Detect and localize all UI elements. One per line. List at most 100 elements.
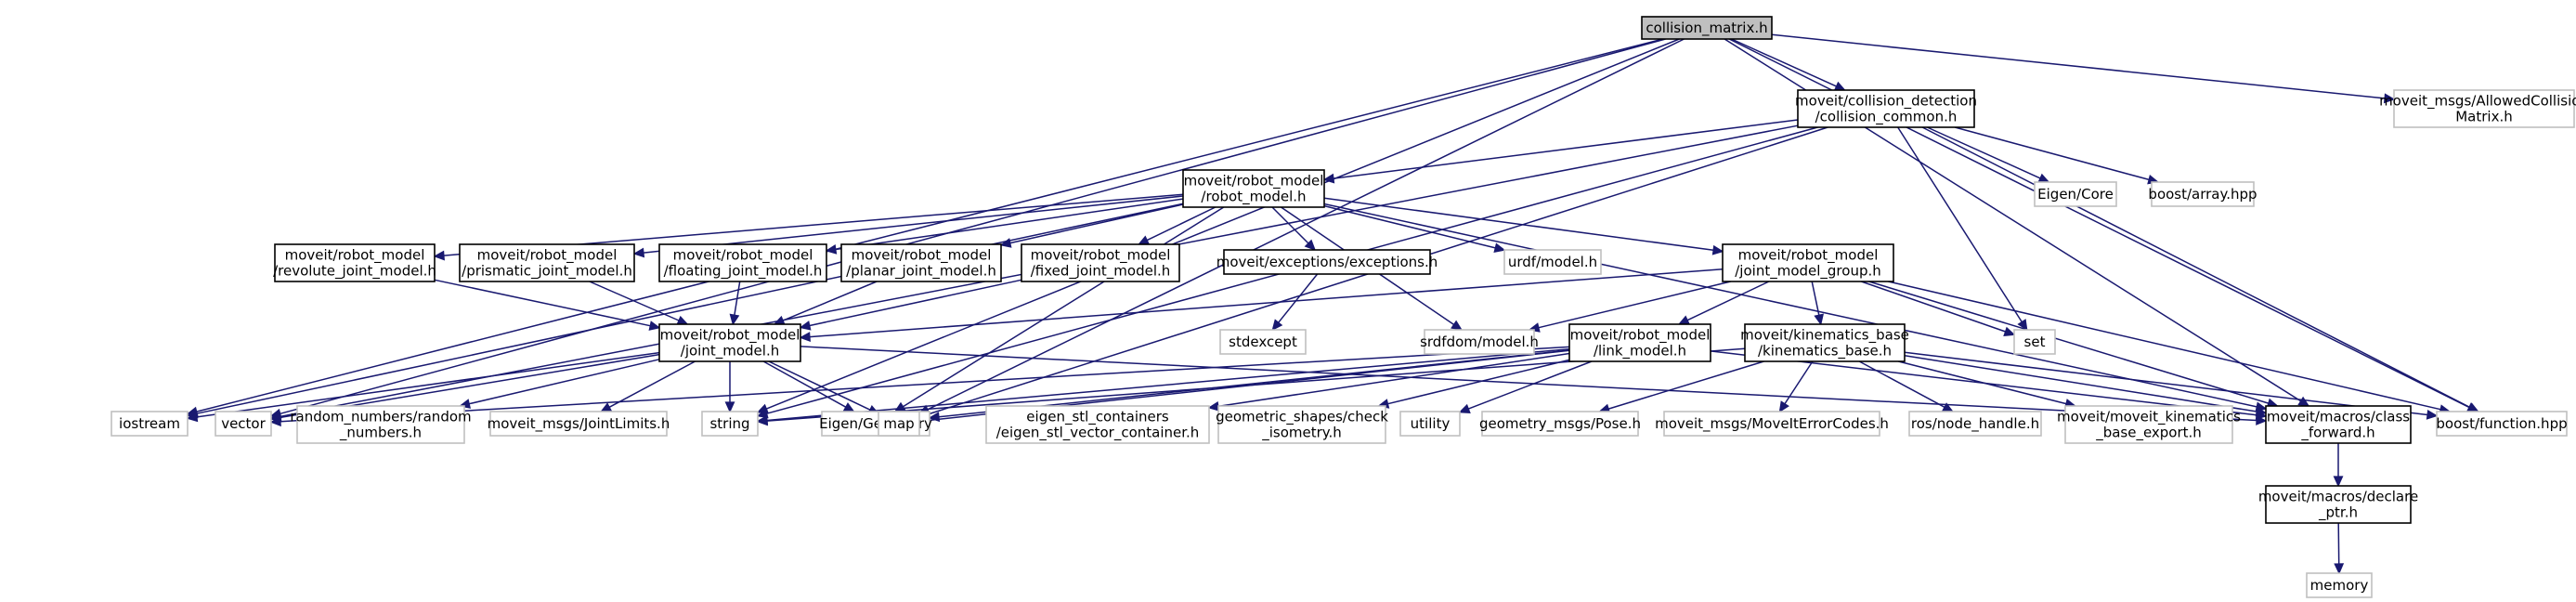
node-box <box>1663 411 1880 437</box>
node-label-line: moveit/robot_model <box>285 246 425 264</box>
node-label-line: eigen_stl_containers <box>1026 408 1169 425</box>
node-box <box>2265 405 2412 444</box>
arrowhead <box>269 416 281 427</box>
node-label-line: geometric_shapes/check <box>1216 408 1388 425</box>
arrowhead <box>2003 326 2016 336</box>
edge-line <box>1898 360 2067 405</box>
node-label-line: map <box>883 415 914 432</box>
node-urdf_model: urdf/model.h <box>1503 249 1602 275</box>
node-kinematics_base[interactable]: moveit/kinematics_base/kinematics_base.h <box>1740 323 1909 362</box>
node-box <box>2034 181 2117 207</box>
node-box <box>274 243 436 282</box>
node-joint_model[interactable]: moveit/robot_model/joint_model.h <box>658 323 801 362</box>
node-declare_ptr[interactable]: moveit/macros/declare_ptr.h <box>2258 485 2418 524</box>
edge-line <box>1387 359 1570 405</box>
node-fixed[interactable]: moveit/robot_model/fixed_joint_model.h <box>1021 243 1180 282</box>
node-ros_node: ros/node_handle.h <box>1908 411 2042 437</box>
node-label-line: /joint_model_group.h <box>1735 262 1881 280</box>
node-box <box>2013 329 2056 355</box>
node-label-line: moveit/collision_detection <box>1795 92 1977 110</box>
node-box <box>1481 411 1639 437</box>
arrowhead <box>2383 93 2396 104</box>
edge-line <box>782 281 878 321</box>
node-box <box>1217 405 1386 444</box>
node-collision_common[interactable]: moveit/collision_detection/collision_com… <box>1795 89 1977 128</box>
edge-line <box>1888 281 2441 411</box>
arrowhead <box>632 247 645 258</box>
edge-line <box>1323 197 1714 252</box>
node-label-line: _forward.h <box>2300 424 2374 441</box>
edge-floating-to-joint_model <box>729 281 741 326</box>
edge-kinematics_base-to-moveit_error <box>1778 360 1814 413</box>
node-joint_limits: moveit_msgs/JointLimits.h <box>488 411 670 437</box>
node-label-line: /fixed_joint_model.h <box>1031 262 1171 280</box>
node-robot_model[interactable]: moveit/robot_model/robot_model.h <box>1182 169 1325 208</box>
node-label-line: boost/function.hpp <box>2436 415 2567 432</box>
node-label-line: Eigen/Core <box>2037 186 2114 203</box>
node-box <box>1641 16 1773 40</box>
node-eigen_stl: eigen_stl_containers/eigen_stl_vector_co… <box>985 405 1210 444</box>
arrowhead <box>928 412 941 423</box>
edge-line <box>1271 206 1309 244</box>
node-box <box>459 243 635 282</box>
node-label-line: /revolute_joint_model.h <box>273 262 436 280</box>
node-label-line: random_numbers/random <box>290 408 471 425</box>
node-link_model[interactable]: moveit/robot_model/link_model.h <box>1568 323 1711 362</box>
node-label-line: geometry_msgs/Pose.h <box>1479 415 1641 433</box>
node-class_forward[interactable]: moveit/macros/class_forward.h <box>2265 405 2412 444</box>
node-exceptions[interactable]: moveit/exceptions/exceptions.h <box>1216 249 1438 275</box>
node-planar[interactable]: moveit/robot_model/planar_joint_model.h <box>840 243 1002 282</box>
edge-joint_model_group-to-link_model <box>1677 281 1770 325</box>
arrowhead <box>2426 410 2439 420</box>
node-box <box>701 411 759 437</box>
node-label-line: iostream <box>119 415 180 432</box>
node-box <box>215 411 272 437</box>
arrowhead <box>1711 244 1724 255</box>
node-revolute[interactable]: moveit/robot_model/revolute_joint_model.… <box>273 243 436 282</box>
node-label-line: moveit/moveit_kinematics <box>2057 408 2241 425</box>
arrowhead <box>2255 406 2268 417</box>
arrowhead <box>773 315 786 325</box>
arrowhead <box>1814 313 1824 326</box>
edge-revolute-to-joint_model <box>434 279 661 331</box>
node-box <box>1503 249 1602 275</box>
node-box <box>2151 181 2255 207</box>
edge-joint_model-to-joint_limits <box>600 360 696 412</box>
node-box <box>658 323 801 362</box>
node-label-line: moveit_msgs/JointLimits.h <box>488 415 670 433</box>
node-label-line: moveit_msgs/AllowedCollision <box>2379 92 2576 110</box>
edge-declare_ptr-to-memory <box>2334 522 2345 575</box>
arrowhead <box>1137 235 1151 245</box>
arrowhead <box>756 408 769 419</box>
edge-line <box>1323 203 2257 408</box>
node-box <box>1021 243 1180 282</box>
arrowhead <box>1458 403 1471 413</box>
arrowhead <box>433 250 445 261</box>
node-box <box>2306 572 2373 598</box>
edge-line <box>1146 206 1216 242</box>
edge-line <box>1731 38 1837 87</box>
node-label-line: moveit/robot_model <box>673 246 813 264</box>
node-prismatic[interactable]: moveit/robot_model/prismatic_joint_model… <box>459 243 635 282</box>
node-box <box>2064 405 2233 444</box>
edge-kinematics_base-to-boost_function <box>1904 351 2439 420</box>
edge-line <box>196 351 660 418</box>
edge-line <box>643 195 1184 254</box>
node-label-line: set <box>2024 334 2046 350</box>
edge-line <box>1861 281 2006 333</box>
edges-layer <box>186 33 2479 575</box>
node-collision_matrix[interactable]: collision_matrix.h <box>1641 16 1773 40</box>
node-label-line: /floating_joint_model.h <box>664 262 823 280</box>
node-iostream: iostream <box>111 411 189 437</box>
node-floating[interactable]: moveit/robot_model/floating_joint_model.… <box>658 243 827 282</box>
edge-line <box>1278 273 1319 323</box>
node-box <box>2265 485 2412 524</box>
edge-link_model-to-utility <box>1458 360 1593 413</box>
node-label-line: moveit/robot_model <box>660 326 800 344</box>
node-geometry_pose: geometry_msgs/Pose.h <box>1479 411 1641 437</box>
node-box <box>1223 249 1431 275</box>
node-boost_array: boost/array.hpp <box>2148 181 2257 207</box>
node-label-line: moveit/robot_model <box>1738 246 1879 264</box>
node-joint_model_group[interactable]: moveit/robot_model/joint_model_group.h <box>1722 243 1894 282</box>
node-label-line: Matrix.h <box>2455 108 2513 124</box>
